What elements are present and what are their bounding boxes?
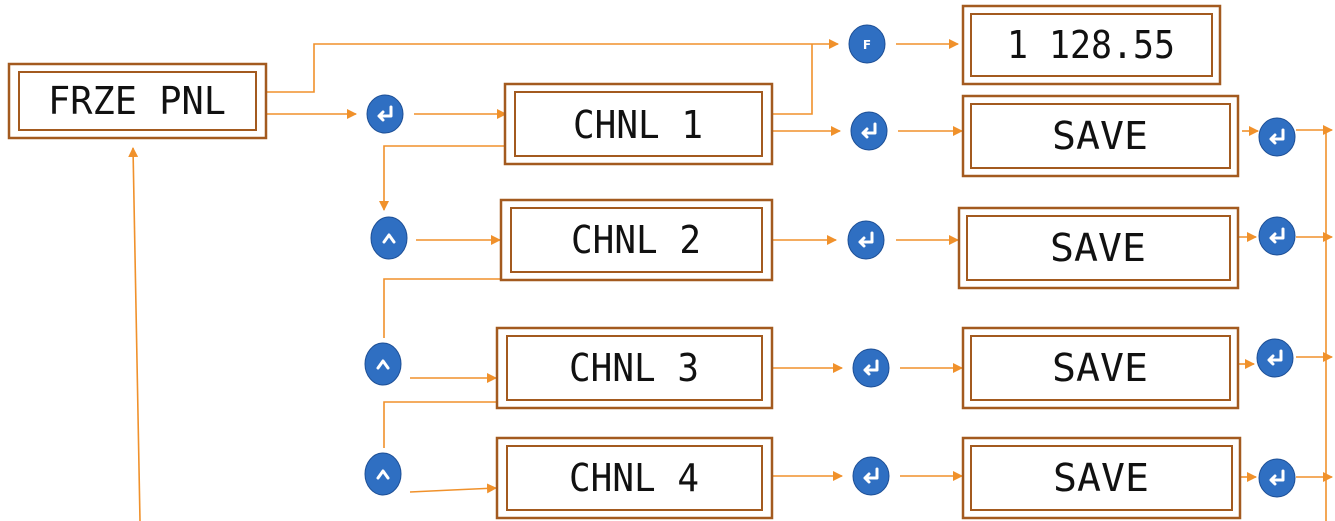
- enter-icon[interactable]: [366, 94, 404, 134]
- display-chnl3-text: CHNL 3: [569, 346, 699, 390]
- display-frze-pnl: FRZE PNL: [7, 62, 268, 140]
- display-chnl1: CHNL 1: [503, 82, 774, 166]
- display-save3: SAVE: [961, 326, 1240, 410]
- up-arrow-icon[interactable]: [364, 342, 402, 386]
- display-save4: SAVE: [961, 436, 1242, 520]
- display-save2: SAVE: [957, 206, 1240, 290]
- arrow-return-to-frze: [128, 147, 141, 521]
- up-arrow-icon[interactable]: [370, 216, 408, 260]
- enter-icon[interactable]: [850, 111, 888, 151]
- display-value-text: 1 128.55: [1007, 23, 1175, 67]
- display-save2-text: SAVE: [1050, 226, 1146, 270]
- display-chnl4-text: CHNL 4: [569, 456, 699, 500]
- arrow-chnl1-to-up2: [379, 145, 504, 211]
- enter-icon[interactable]: [852, 456, 890, 496]
- enter-icon[interactable]: [1258, 458, 1296, 498]
- display-frze-pnl-text: FRZE PNL: [48, 79, 226, 123]
- up-arrow-icon[interactable]: [364, 452, 402, 496]
- function-button-label: F: [863, 38, 871, 52]
- line-chnl2-to-up3: [383, 278, 502, 338]
- line-chnl3-to-up4: [383, 401, 498, 448]
- display-chnl3: CHNL 3: [495, 326, 774, 410]
- enter-icon[interactable]: [852, 348, 890, 388]
- line-chnl1-to-f: [772, 44, 813, 115]
- display-save4-text: SAVE: [1053, 456, 1149, 500]
- display-chnl4: CHNL 4: [495, 436, 774, 520]
- display-chnl2-text: CHNL 2: [571, 218, 701, 262]
- display-chnl1-text: CHNL 1: [573, 103, 703, 147]
- enter-icon[interactable]: [847, 220, 885, 260]
- connectors: [128, 39, 1333, 521]
- arrow-up4-to-chnl4: [409, 483, 497, 494]
- display-save3-text: SAVE: [1052, 346, 1148, 390]
- display-value: 1 128.55: [961, 4, 1222, 86]
- enter-icon[interactable]: [1258, 216, 1296, 256]
- display-save1: SAVE: [961, 94, 1240, 178]
- function-button[interactable]: F: [848, 24, 886, 64]
- display-chnl2: CHNL 2: [499, 198, 774, 282]
- enter-icon[interactable]: [1258, 117, 1296, 157]
- enter-icon[interactable]: [1256, 338, 1294, 378]
- display-save1-text: SAVE: [1052, 114, 1148, 158]
- arrow-frze-to-f: [266, 39, 839, 93]
